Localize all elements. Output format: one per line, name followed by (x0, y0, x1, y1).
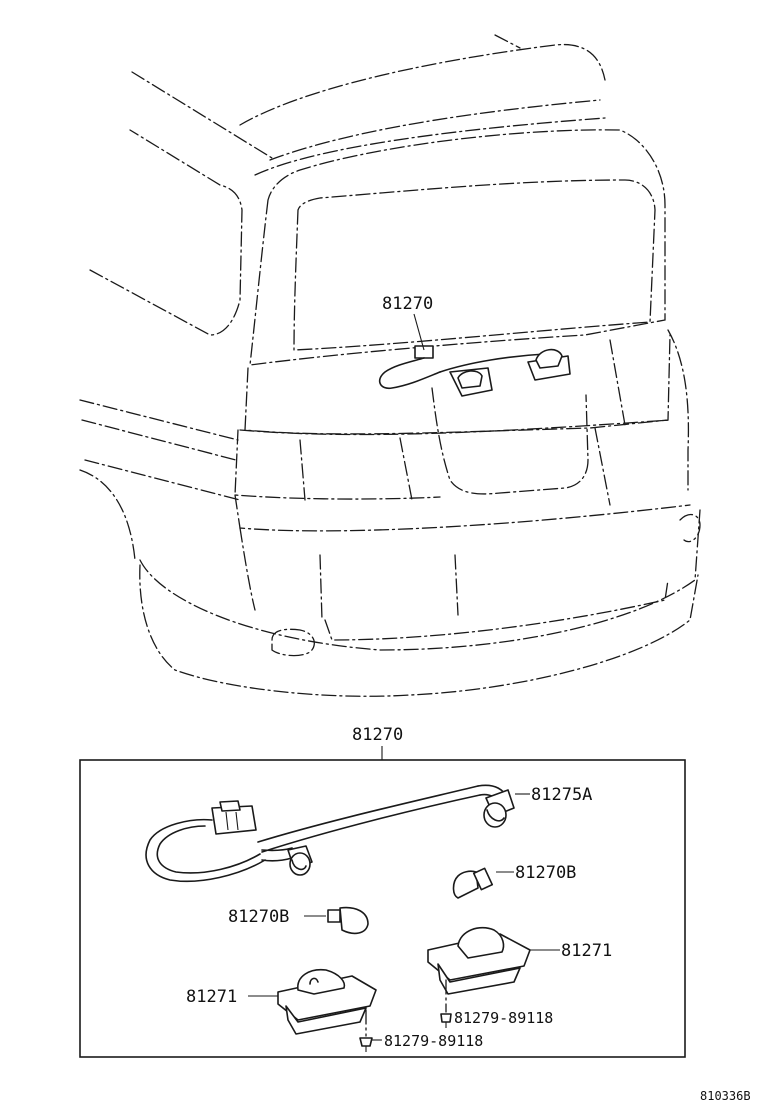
harness-connector (211, 800, 257, 835)
vehicle-outline (79, 34, 701, 697)
callout-top-assembly: 81270 (382, 294, 433, 314)
callout-bulb-right: 81270B (515, 863, 576, 883)
callout-lamp-left: 81271 (186, 987, 237, 1007)
wire-harness (145, 784, 509, 883)
callout-lamp-right: 81271 (561, 941, 612, 961)
callout-screw-right: 81279-89118 (454, 1009, 553, 1027)
callout-bulb-left: 81270B (228, 907, 289, 927)
socket-left (287, 845, 313, 876)
figure-reference: 810336B (700, 1089, 751, 1103)
license-lamp-left (277, 968, 377, 1035)
license-lamp-right (427, 926, 531, 995)
socket-right (483, 789, 515, 828)
parts-group-box (79, 759, 686, 1058)
callout-wire-socket: 81275A (531, 785, 592, 805)
screw-right (440, 1013, 452, 1028)
leader-top-assembly (413, 313, 425, 351)
bulb-left (327, 906, 369, 935)
group-header-label: 81270 (352, 725, 403, 745)
installed-harness (378, 345, 571, 397)
screw-left (359, 1037, 373, 1052)
bulb-right (452, 867, 494, 899)
callout-screw-left: 81279-89118 (384, 1032, 483, 1050)
